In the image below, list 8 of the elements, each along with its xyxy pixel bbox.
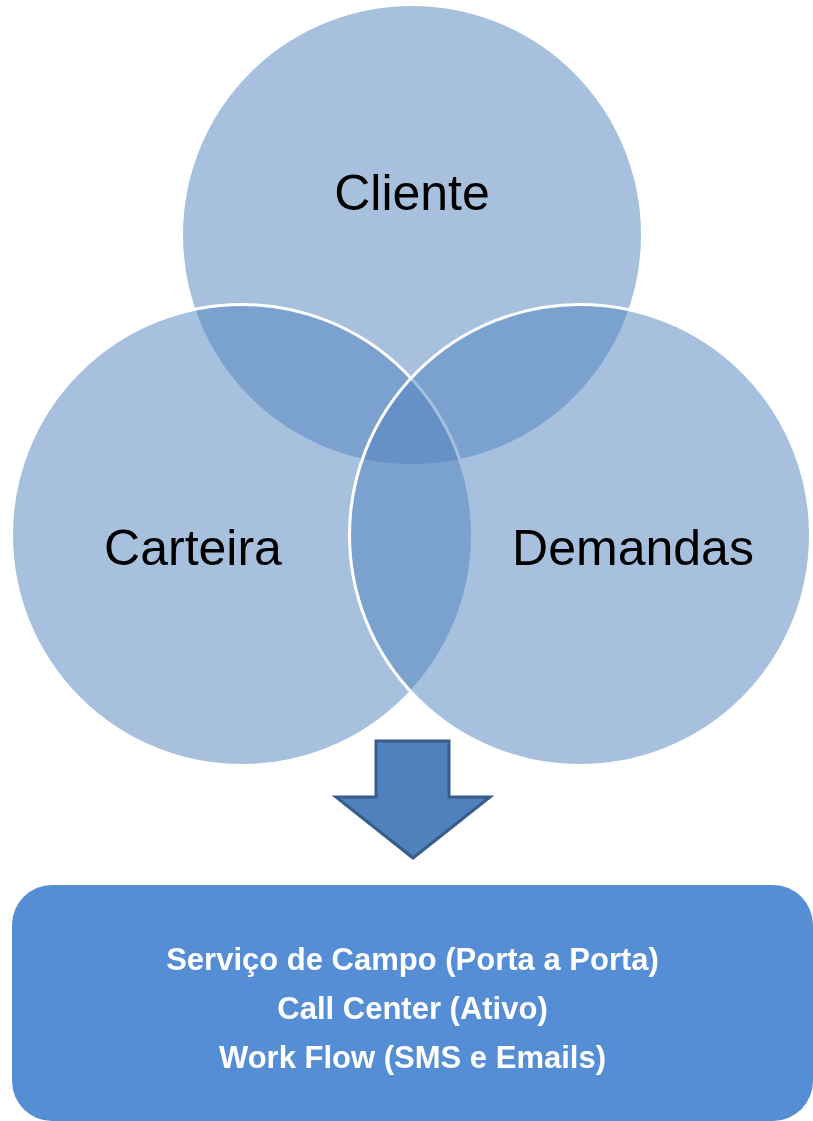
- box-text-line: Work Flow (SMS e Emails): [218, 1039, 607, 1077]
- circle-label: Carteira: [104, 519, 282, 577]
- box-text-line: Call Center (Ativo): [276, 990, 549, 1028]
- block-arrow: [331, 739, 495, 860]
- circle-label: Demandas: [512, 519, 754, 577]
- box-text-line: Serviço de Campo (Porta a Porta): [165, 941, 660, 979]
- result-box: [12, 885, 813, 1121]
- circle-label: Cliente: [334, 164, 490, 222]
